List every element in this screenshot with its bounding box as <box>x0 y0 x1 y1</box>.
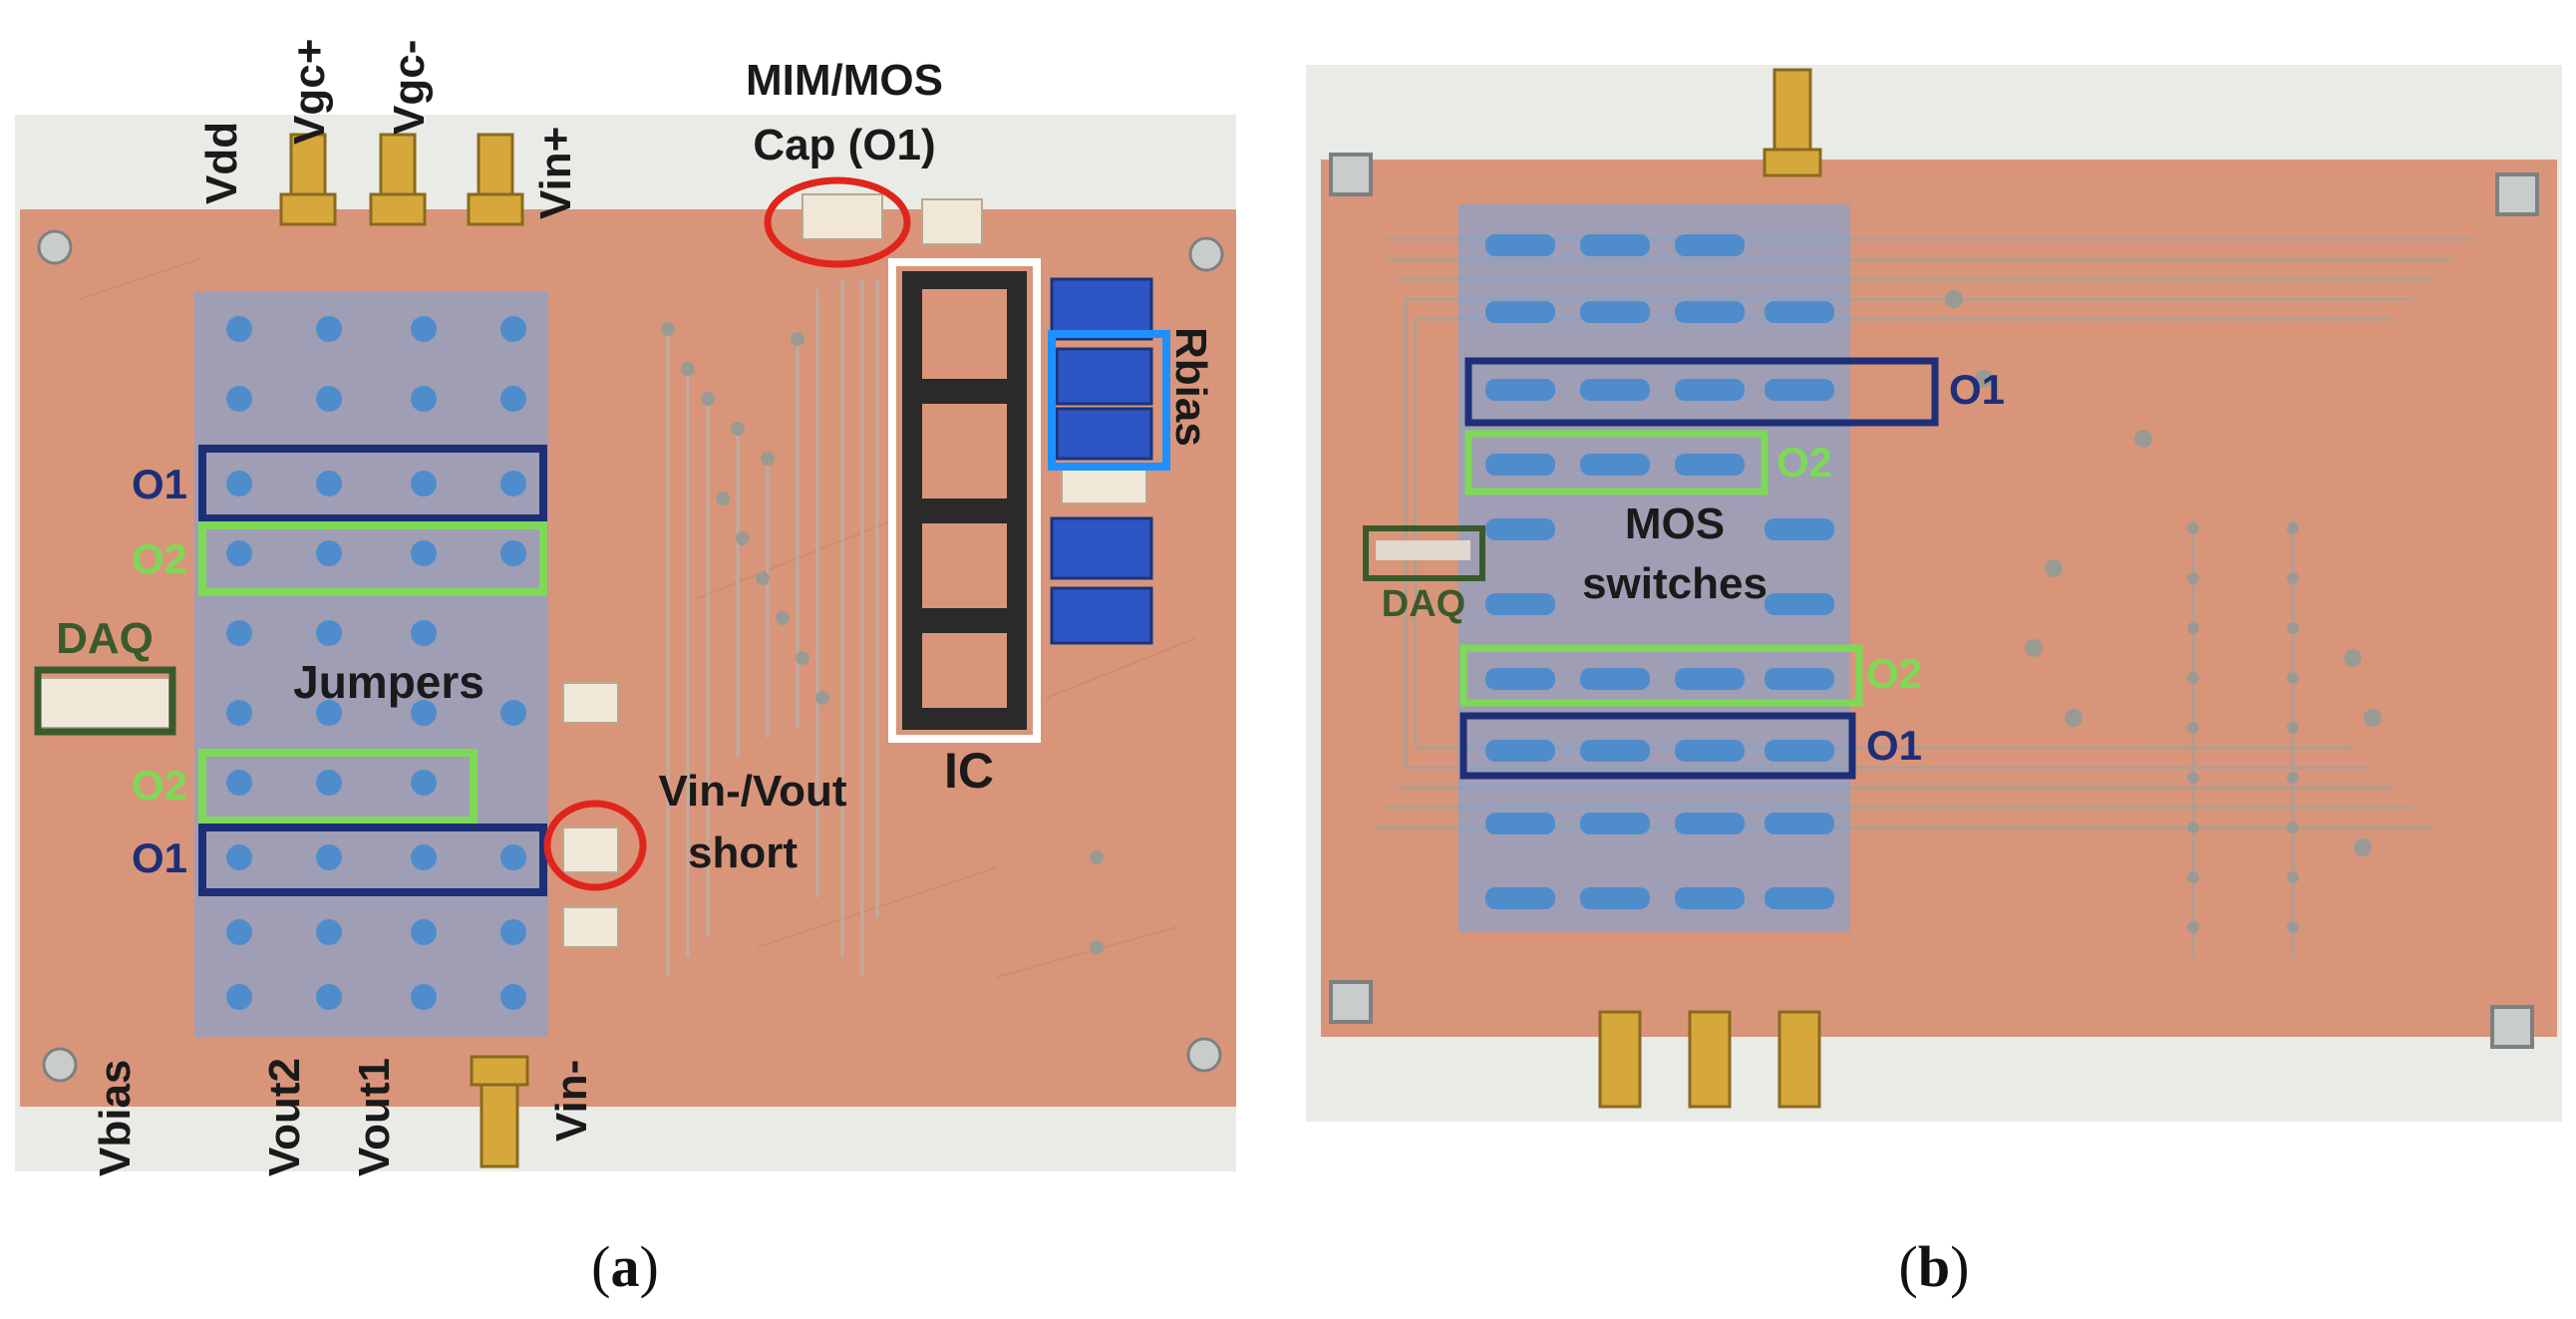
panel-a: Vdd Vgc+ Vgc- Vin+ Vbias Vout2 Vout1 Vin… <box>15 39 1236 1299</box>
label-o1-top-a: O1 <box>132 461 187 507</box>
caption-b: (b) <box>1899 1234 1970 1299</box>
standoffs-b <box>1329 153 2539 1049</box>
label-vgc-minus: Vgc- <box>385 40 434 135</box>
label-vgc-plus: Vgc+ <box>285 39 334 145</box>
screws-a <box>37 229 1224 1083</box>
label-vdd: Vdd <box>197 122 246 204</box>
jumper-overlay-a <box>194 292 548 1037</box>
panel-b: MOS switches DAQ O1 O2 O2 O1 (b) <box>1306 65 2562 1299</box>
daq-header-b <box>1376 540 1470 560</box>
o1-box-top-a <box>198 445 547 522</box>
label-o2-top-b: O2 <box>1776 439 1832 486</box>
white-headers-a <box>39 193 1147 948</box>
caption-a: (a) <box>591 1234 659 1299</box>
label-short-sub: short <box>688 828 798 877</box>
ic-socket-a <box>902 271 1027 730</box>
label-vbias: Vbias <box>91 1060 140 1176</box>
daq-box-b <box>1363 525 1485 581</box>
daq-box-a <box>34 666 176 736</box>
label-o1-bottom-b: O1 <box>1866 722 1922 769</box>
o1-box-top-b <box>1464 357 1939 427</box>
vias-a <box>661 322 1104 954</box>
label-cap-sub: Cap (O1) <box>753 121 935 169</box>
pads-b <box>1945 290 2382 933</box>
label-o2-bottom-b: O2 <box>1866 650 1922 697</box>
label-o1-bottom-a: O1 <box>132 834 187 881</box>
o1-box-bottom-b <box>1459 712 1856 780</box>
o2-box-bottom-b <box>1459 644 1863 707</box>
label-vout2: Vout2 <box>260 1058 309 1176</box>
traces-a <box>666 279 879 977</box>
label-o2-top-a: O2 <box>132 535 187 582</box>
label-cap-title: MIM/MOS <box>746 56 943 105</box>
rbias-box-a <box>1048 330 1170 471</box>
switch-grid-b <box>1485 234 1834 909</box>
label-short-title: Vin-/Vout <box>658 767 846 816</box>
label-jumpers: Jumpers <box>293 656 484 708</box>
o2-box-bottom-a <box>198 749 478 824</box>
label-o2-bottom-a: O2 <box>132 762 187 809</box>
label-mos-line2: switches <box>1582 559 1768 608</box>
label-daq-b: DAQ <box>1382 583 1465 625</box>
ic-box-a <box>888 258 1041 743</box>
sma-connectors-b <box>1598 68 1822 1109</box>
mos-overlay-b <box>1458 204 1850 932</box>
potentiometers-a <box>1050 277 1153 645</box>
label-daq-a: DAQ <box>56 614 154 663</box>
o2-box-top-a <box>198 521 547 596</box>
sma-connectors-top-a <box>279 133 524 226</box>
label-ic: IC <box>944 743 994 799</box>
label-mos-line1: MOS <box>1625 499 1725 548</box>
cap-circle-a <box>764 176 911 268</box>
jumper-grid-a <box>226 316 526 1010</box>
label-rbias: Rbias <box>1166 327 1215 447</box>
o2-box-top-b <box>1464 430 1769 495</box>
label-vin-minus: Vin- <box>547 1060 596 1142</box>
short-circle-a <box>543 800 647 891</box>
label-o1-top-b: O1 <box>1949 366 2005 413</box>
label-vin-plus: Vin+ <box>531 127 580 219</box>
label-vout1: Vout1 <box>350 1058 399 1176</box>
o1-box-bottom-a <box>198 824 547 896</box>
sma-connector-bottom-a <box>470 1055 529 1168</box>
